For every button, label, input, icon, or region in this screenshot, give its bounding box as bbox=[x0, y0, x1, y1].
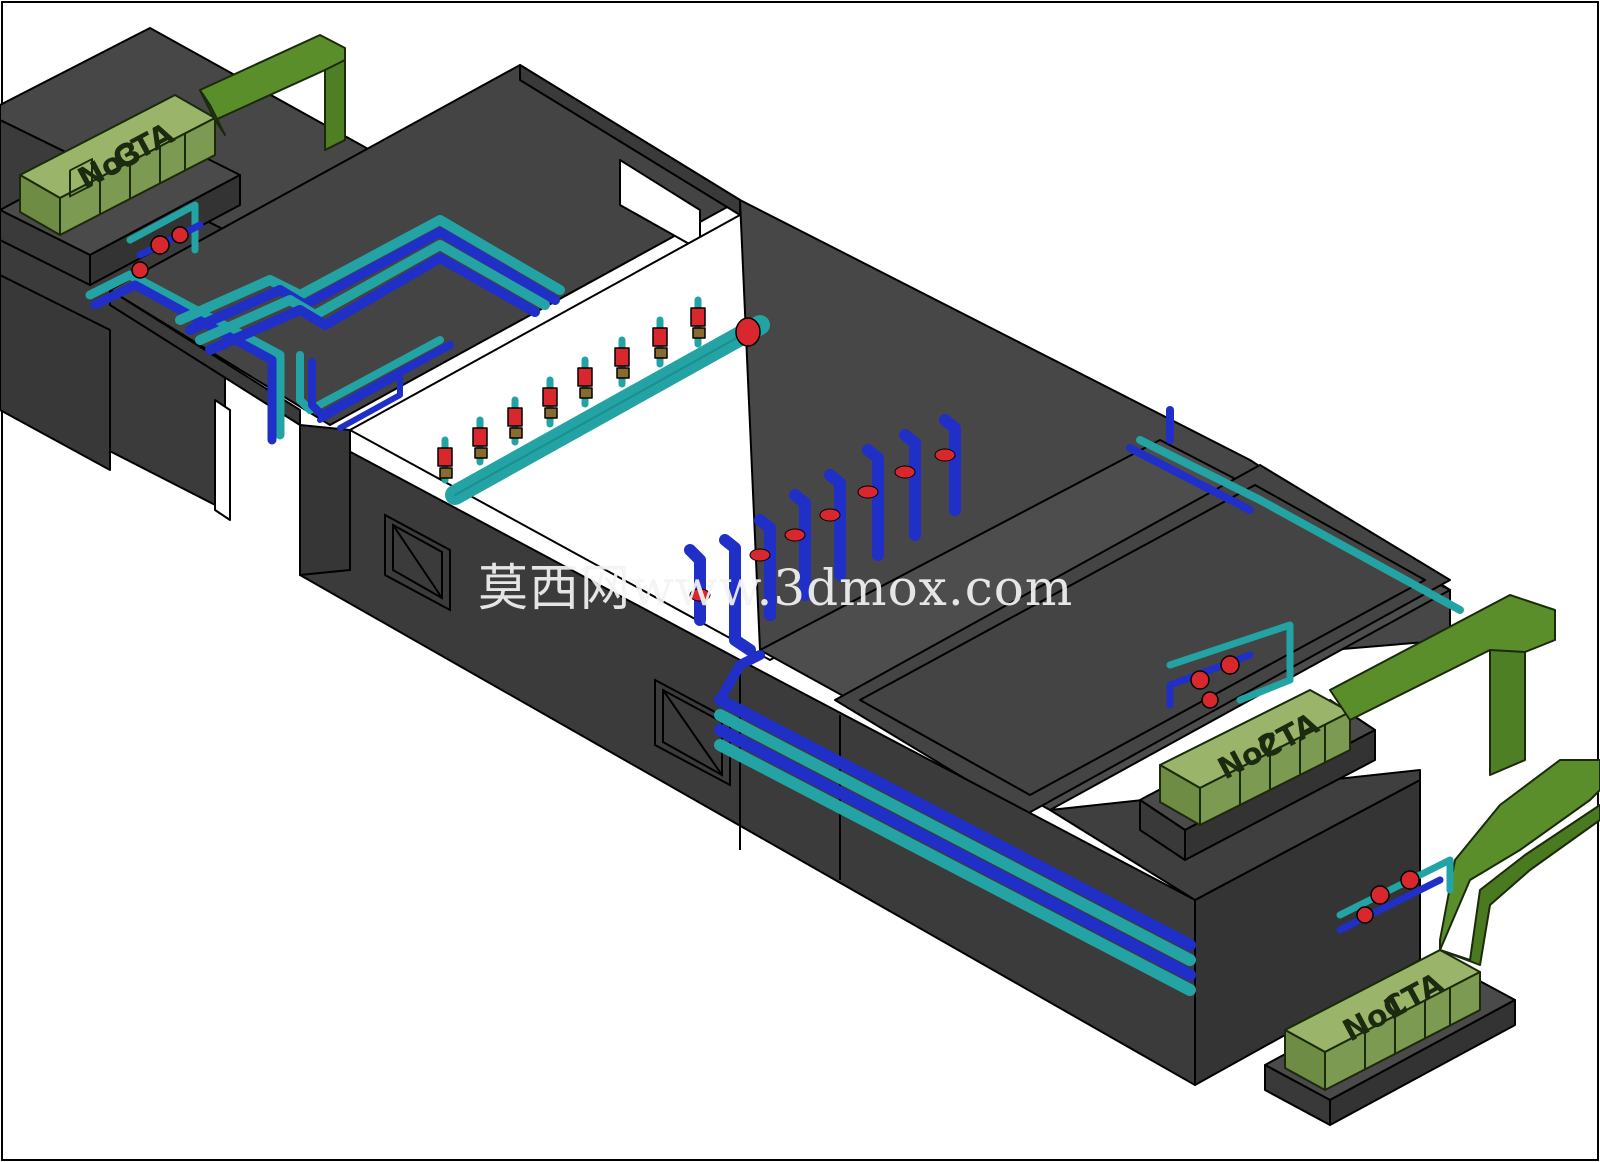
duct-left bbox=[199, 34, 346, 151]
watermark: 莫西网www.3dmox.com bbox=[478, 559, 1073, 617]
riser-valves bbox=[689, 448, 956, 602]
valve-cluster-2 bbox=[1166, 621, 1294, 709]
valve-cluster-1 bbox=[1336, 856, 1454, 934]
window-2 bbox=[654, 678, 731, 787]
valve-bodies bbox=[437, 307, 706, 479]
duct-right bbox=[1329, 594, 1600, 966]
pipe-network bbox=[85, 201, 1464, 996]
cta-unit-2 bbox=[1159, 689, 1351, 826]
blue-risers bbox=[684, 414, 961, 656]
cta-unit-1 bbox=[1284, 949, 1481, 1091]
window-1 bbox=[384, 513, 451, 612]
cta-unit-3 bbox=[19, 94, 216, 236]
valve-cluster-3 bbox=[126, 201, 204, 279]
